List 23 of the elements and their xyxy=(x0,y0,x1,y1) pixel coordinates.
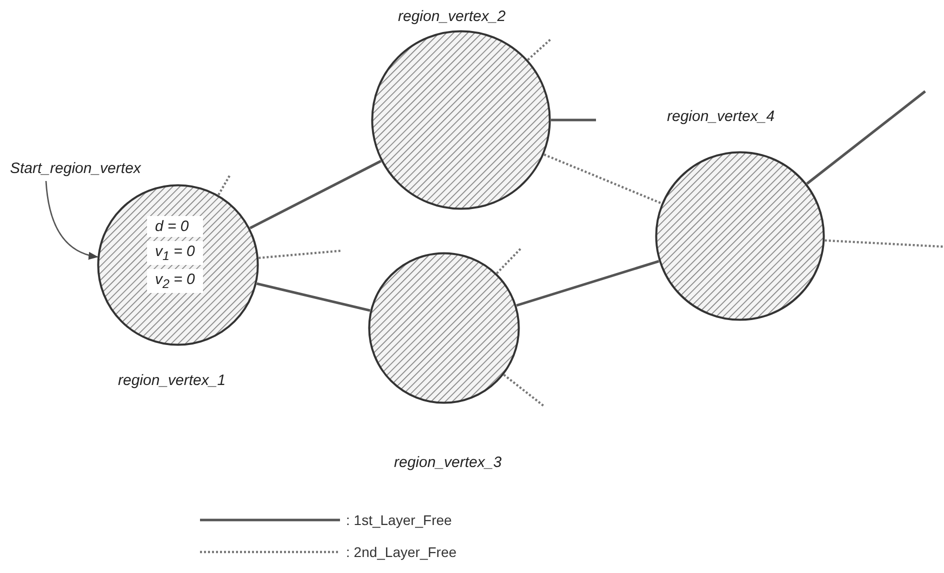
variable-value: v$_{1}$ = 0 xyxy=(147,241,203,265)
dotted-line xyxy=(824,239,944,248)
dotted-line xyxy=(258,250,342,260)
legend-label: : 2nd_Layer_Free xyxy=(346,544,457,560)
connector-line xyxy=(516,260,660,307)
vertex-label: region_vertex_4 xyxy=(667,108,775,125)
connector-line xyxy=(256,282,370,312)
variable-value: d = 0 xyxy=(147,216,203,237)
dotted-line xyxy=(503,374,546,408)
dotted-line xyxy=(527,38,552,61)
vertex-label: region_vertex_2 xyxy=(398,8,506,25)
curved-arrow xyxy=(45,180,98,260)
connector-line xyxy=(250,160,382,230)
start-label: Start_region_vertex xyxy=(10,160,141,177)
vertex-label: region_vertex_1 xyxy=(118,372,226,389)
legend-label: : 1st_Layer_Free xyxy=(346,512,452,528)
connector-line xyxy=(806,90,926,185)
connector-line xyxy=(551,118,596,122)
dotted-line xyxy=(218,175,230,196)
dotted-line xyxy=(544,154,662,204)
variable-value: v$_{2}$ = 0 xyxy=(147,269,203,293)
dotted-line xyxy=(496,248,522,274)
vertex-label: region_vertex_3 xyxy=(394,454,502,471)
